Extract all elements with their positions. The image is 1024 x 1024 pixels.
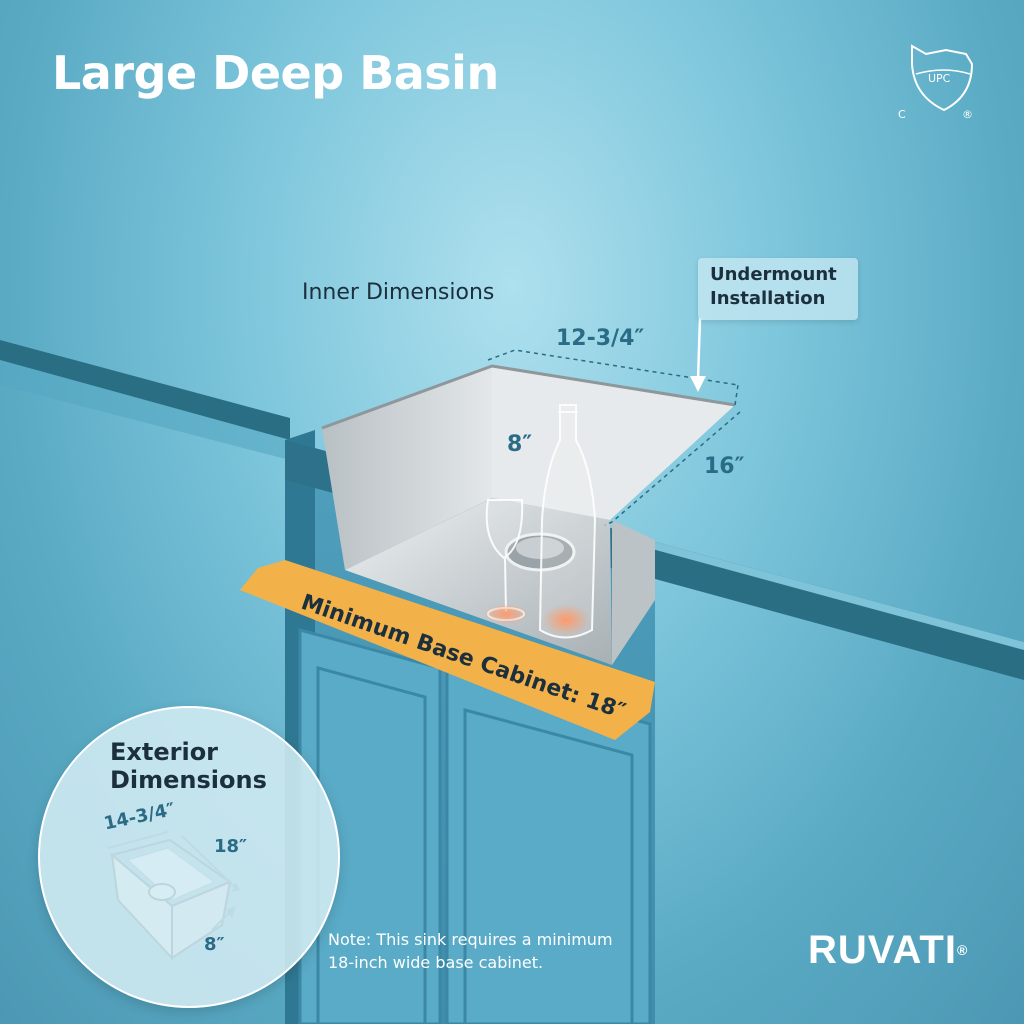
callout-pointer bbox=[696, 317, 702, 381]
exterior-title-line1: Exterior bbox=[110, 738, 219, 766]
exterior-title-line2: Dimensions bbox=[110, 766, 267, 794]
inner-dimensions-label: Inner Dimensions bbox=[302, 280, 495, 305]
upc-shield-text: UPC bbox=[928, 72, 951, 85]
upc-right-mark: ® bbox=[962, 108, 973, 121]
installation-callout: Undermount Installation bbox=[698, 258, 858, 320]
upc-left-mark: C bbox=[898, 108, 906, 121]
sink-back-wall bbox=[492, 366, 735, 520]
wine-bottle-icon bbox=[538, 404, 597, 639]
right-countertop bbox=[604, 528, 1024, 680]
sink-front-side bbox=[612, 520, 655, 665]
brand-mark: ® bbox=[956, 942, 969, 958]
note-line1: Note: This sink requires a minimum bbox=[328, 930, 613, 949]
note-line2: 18-inch wide base cabinet. bbox=[328, 953, 544, 972]
inner-width-label: 12-3/4″ bbox=[556, 326, 645, 351]
sink-left-wall bbox=[322, 366, 492, 570]
callout-line2: Installation bbox=[710, 288, 826, 309]
exterior-dimensions-panel bbox=[38, 706, 340, 1008]
page-title: Large Deep Basin bbox=[52, 46, 499, 100]
callout-line1: Undermount bbox=[710, 264, 837, 285]
upc-mark: UPC C ® bbox=[898, 72, 973, 121]
exterior-title: Exterior Dimensions bbox=[110, 738, 267, 794]
wine-glass-icon bbox=[485, 499, 525, 621]
brand-logo: RUVATI® bbox=[808, 928, 968, 973]
cabinet-note: Note: This sink requires a minimum 18-in… bbox=[328, 928, 688, 974]
exterior-depth-label: 18″ bbox=[214, 836, 248, 857]
exterior-height-label: 8″ bbox=[204, 934, 225, 955]
upc-shield-icon bbox=[911, 44, 974, 112]
inner-depth-label: 16″ bbox=[704, 454, 745, 479]
inner-height-label: 8″ bbox=[507, 432, 533, 457]
left-countertop bbox=[0, 340, 290, 440]
cabinet-band bbox=[240, 560, 655, 740]
brand-name: RUVATI bbox=[808, 928, 957, 972]
